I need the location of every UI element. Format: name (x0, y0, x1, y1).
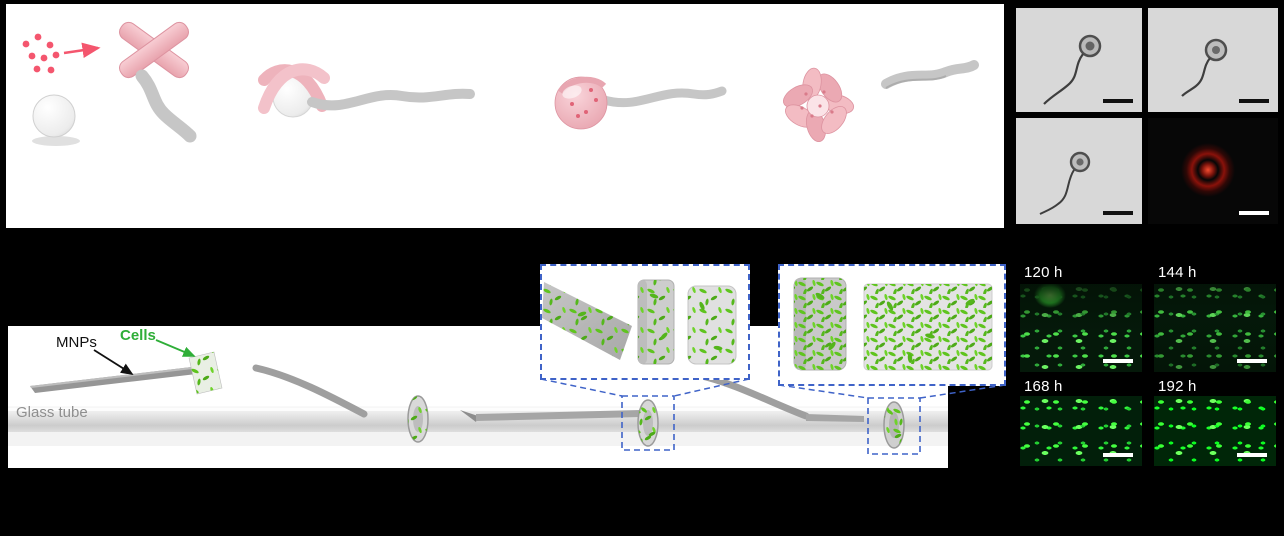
wrap-fold (557, 76, 607, 95)
stage-1-illustration (22, 21, 197, 146)
cells-arrow-icon (155, 339, 196, 357)
zoom-inset-2-illustration (793, 277, 993, 371)
scale-bar (1103, 211, 1133, 215)
mnp-ribbon-on-tube (460, 410, 642, 422)
mnp-speckles (800, 90, 834, 118)
rolled-mnp-ring-with-cells (637, 399, 659, 447)
label-mnps: MNPs (56, 334, 97, 351)
scale-bar (1239, 211, 1269, 215)
scale-bar (1237, 359, 1267, 363)
assembly-sequence-illustration (22, 21, 979, 146)
micrograph-tile-4-red-fluorescence (1148, 118, 1278, 224)
cell-seeded-sheet (188, 351, 223, 395)
zoom-inset-box-1 (540, 264, 750, 380)
crossed-pink-ribbons (119, 21, 189, 79)
timepoint-label-120h: 120 h (1024, 264, 1063, 281)
pink-arrow-icon (63, 42, 101, 58)
tube-reflection (8, 432, 948, 446)
micrograph-tile-3 (1016, 118, 1142, 224)
cells-on-ribbon (688, 286, 736, 364)
bright-cell-cluster (1034, 284, 1066, 308)
mnps-arrow-icon (93, 349, 134, 375)
cells-on-slab (542, 282, 632, 360)
cells-on-ribbon (794, 278, 846, 370)
timepoint-label-168h: 168 h (1024, 378, 1063, 395)
wrapped-sphere-with-tail-icon (1039, 151, 1091, 215)
scale-bar (1103, 359, 1133, 363)
label-cells: Cells (120, 327, 156, 344)
gray-ribbon-tail (135, 69, 197, 143)
wrapped-sphere-with-tail-icon (1181, 38, 1228, 97)
micrograph-tile-2 (1148, 8, 1278, 112)
timepoint-label-192h: 192 h (1158, 378, 1197, 395)
sphere-highlight (562, 85, 582, 99)
scale-bar (1237, 453, 1267, 457)
released-gray-ribbon (881, 60, 979, 89)
zoom-inset-1-illustration (542, 279, 737, 365)
tube-highlight (8, 408, 948, 411)
mnp-speckles (570, 88, 598, 118)
zoom-inset-box-2 (778, 264, 1006, 386)
label-glass-tube: Glass tube (16, 404, 88, 421)
scale-bar (1103, 453, 1133, 457)
zoom-source-box-1 (621, 395, 675, 451)
assembly-sequence-panel (6, 4, 1004, 228)
mnp-dots-icon (22, 33, 60, 74)
stage-3-illustration (554, 76, 727, 130)
sphere-shadow (32, 136, 80, 146)
scale-bar (1103, 99, 1133, 103)
mnp-ribbon-descending (252, 364, 368, 418)
cells-on-ribbon (638, 280, 674, 364)
stage-4-illustration (783, 67, 855, 143)
rolled-mnp-ring-with-cells-dense (883, 401, 905, 449)
rolled-mnp-ring-with-cells (407, 395, 429, 443)
fluorescence-tile-192h (1154, 396, 1276, 466)
ribbon-edge (885, 75, 947, 89)
magnified-cells (815, 292, 975, 363)
fluorescence-tile-168h (1020, 396, 1142, 466)
fluorescence-tile-144h (1154, 284, 1276, 372)
stage-5-illustration (881, 60, 979, 89)
microsphere (32, 94, 76, 138)
glass-tube-scene-illustration (8, 339, 948, 455)
gray-ribbon-tail (599, 86, 727, 108)
scale-bar (1239, 99, 1269, 103)
zoom-source-box-2 (867, 397, 921, 455)
mnp-ribbon-floating (30, 366, 205, 393)
fluorescence-tile-120h (1020, 284, 1142, 372)
micrograph-tile-1 (1016, 8, 1142, 112)
stage-2-illustration (258, 63, 475, 118)
cells-on-slab (864, 284, 992, 370)
mnp-ribbon-on-tube (806, 414, 864, 422)
wrapped-sphere-with-tail-icon (1043, 34, 1102, 105)
gray-ribbon-tail (307, 88, 475, 111)
pink-ribbon-band (258, 63, 330, 114)
magnified-cells (577, 293, 723, 351)
timepoint-label-144h: 144 h (1158, 264, 1197, 281)
